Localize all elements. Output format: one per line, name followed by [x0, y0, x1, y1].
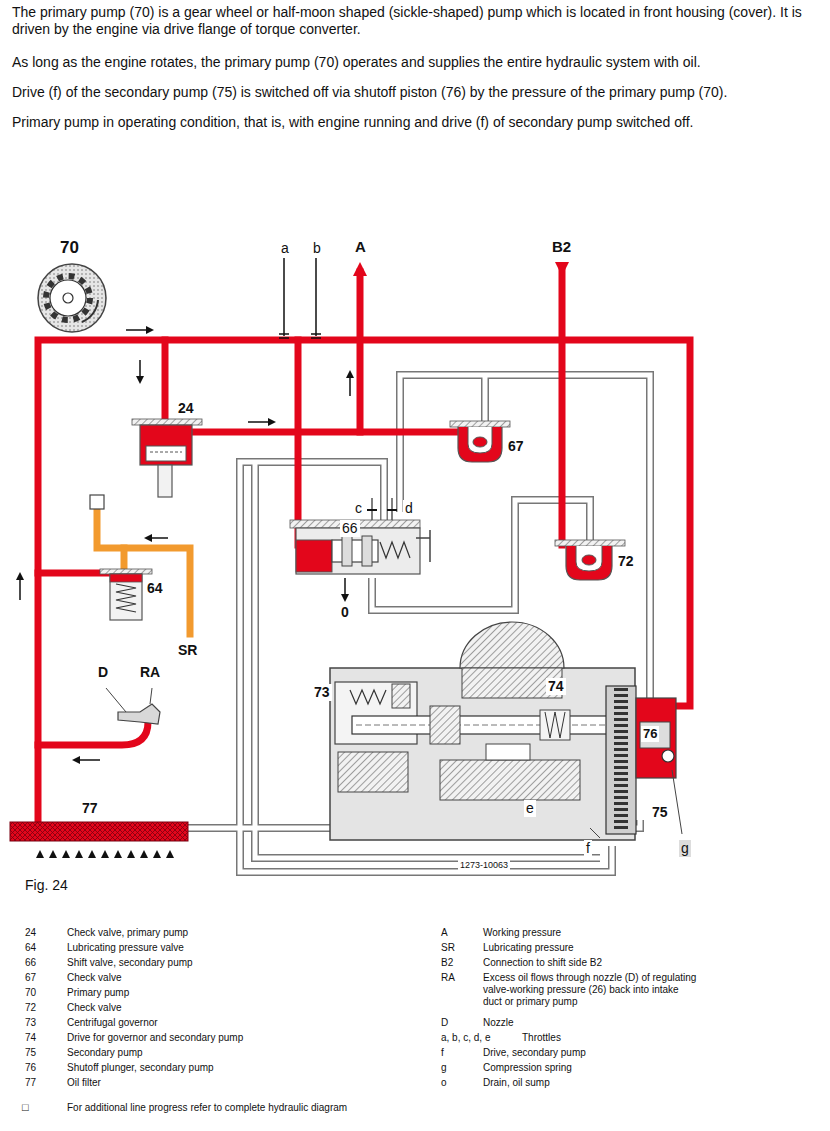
key-number: 74: [25, 1032, 36, 1044]
key-description: Drain, oil sump: [483, 1077, 550, 1089]
callout-label: 70: [58, 238, 81, 258]
key-description: Check valve, primary pump: [67, 927, 188, 939]
callout-label: 72: [616, 553, 636, 570]
callout-label: 64: [145, 580, 165, 597]
callout-label: RA: [138, 664, 162, 681]
intro-paragraph: Primary pump in operating condition, tha…: [12, 114, 820, 131]
key-description: Nozzle: [483, 1017, 514, 1029]
key-letter: o: [441, 1077, 447, 1089]
key-number: 24: [25, 927, 36, 939]
callout-label: B2: [550, 238, 573, 256]
key-description: Drive, secondary pump: [483, 1047, 586, 1059]
callout-label: f: [584, 840, 592, 857]
callout-label: 0: [339, 604, 351, 621]
key-description: Lubricating pressure valve: [67, 942, 184, 954]
callout-label: 67: [506, 438, 526, 455]
callout-label: 77: [80, 800, 100, 817]
key-letter: RA: [441, 972, 455, 984]
key-description: Centrifugal governor: [67, 1017, 158, 1029]
key-description: Throttles: [522, 1032, 561, 1044]
key-letter: SR: [441, 942, 455, 954]
callout-label: D: [96, 664, 110, 681]
key-description: Compression spring: [483, 1062, 572, 1074]
key-number: 67: [25, 972, 36, 984]
callout-label: A: [353, 238, 368, 256]
key-letter: g: [441, 1062, 447, 1074]
key-letter: f: [441, 1047, 444, 1059]
callout-label: 73: [312, 684, 332, 701]
callout-label: d: [403, 500, 415, 517]
key-description: Lubricating pressure: [483, 942, 574, 954]
callout-label: 24: [176, 400, 196, 417]
key-number: 72: [25, 1002, 36, 1014]
callout-label: a: [279, 240, 291, 257]
key-number: 70: [25, 987, 36, 999]
callout-label: b: [311, 240, 323, 257]
drawing-number: 1273-10063: [458, 860, 510, 871]
key-description: Shift valve, secondary pump: [67, 957, 193, 969]
callout-label: g: [679, 840, 691, 857]
key-letter: D: [441, 1017, 448, 1029]
key-description: Primary pump: [67, 987, 129, 999]
intro-paragraph: The primary pump (70) is a gear wheel or…: [12, 4, 820, 38]
figure-caption: Fig. 24: [25, 877, 68, 894]
key-description: Shutoff plunger, secondary pump: [67, 1062, 214, 1074]
key-description: Secondary pump: [67, 1047, 143, 1059]
key-description: Excess oil flows through nozzle (D) of r…: [483, 972, 698, 1008]
key-description: Oil filter: [67, 1077, 101, 1089]
footnote-text: For additional line progress refer to co…: [67, 1102, 347, 1114]
callout-label: e: [524, 800, 536, 817]
callout-label: c: [353, 500, 364, 517]
intro-paragraph: As long as the engine rotates, the prima…: [12, 54, 820, 71]
key-number: 75: [25, 1047, 36, 1059]
key-description: Working pressure: [483, 927, 561, 939]
callout-label: SR: [176, 642, 199, 659]
key-description: Check valve: [67, 1002, 121, 1014]
key-number: 66: [25, 957, 36, 969]
key-number: 76: [25, 1062, 36, 1074]
callout-label: 74: [546, 678, 566, 695]
key-description: Check valve: [67, 972, 121, 984]
key-number: 73: [25, 1017, 36, 1029]
key-description: Connection to shift side B2: [483, 957, 602, 969]
key-number: 64: [25, 942, 36, 954]
footnote-symbol: □: [22, 1101, 29, 1114]
intro-paragraph: Drive (f) of the secondary pump (75) is …: [12, 84, 820, 101]
callout-label: 66: [340, 520, 360, 537]
callout-label: 76: [641, 726, 659, 742]
key-letter: A: [441, 927, 448, 939]
key-description: Drive for governor and secondary pump: [67, 1032, 243, 1044]
key-number: 77: [25, 1077, 36, 1089]
key-letter: B2: [441, 957, 453, 969]
callout-label: 75: [650, 804, 670, 821]
key-letter: a, b, c, d, e: [441, 1032, 490, 1044]
